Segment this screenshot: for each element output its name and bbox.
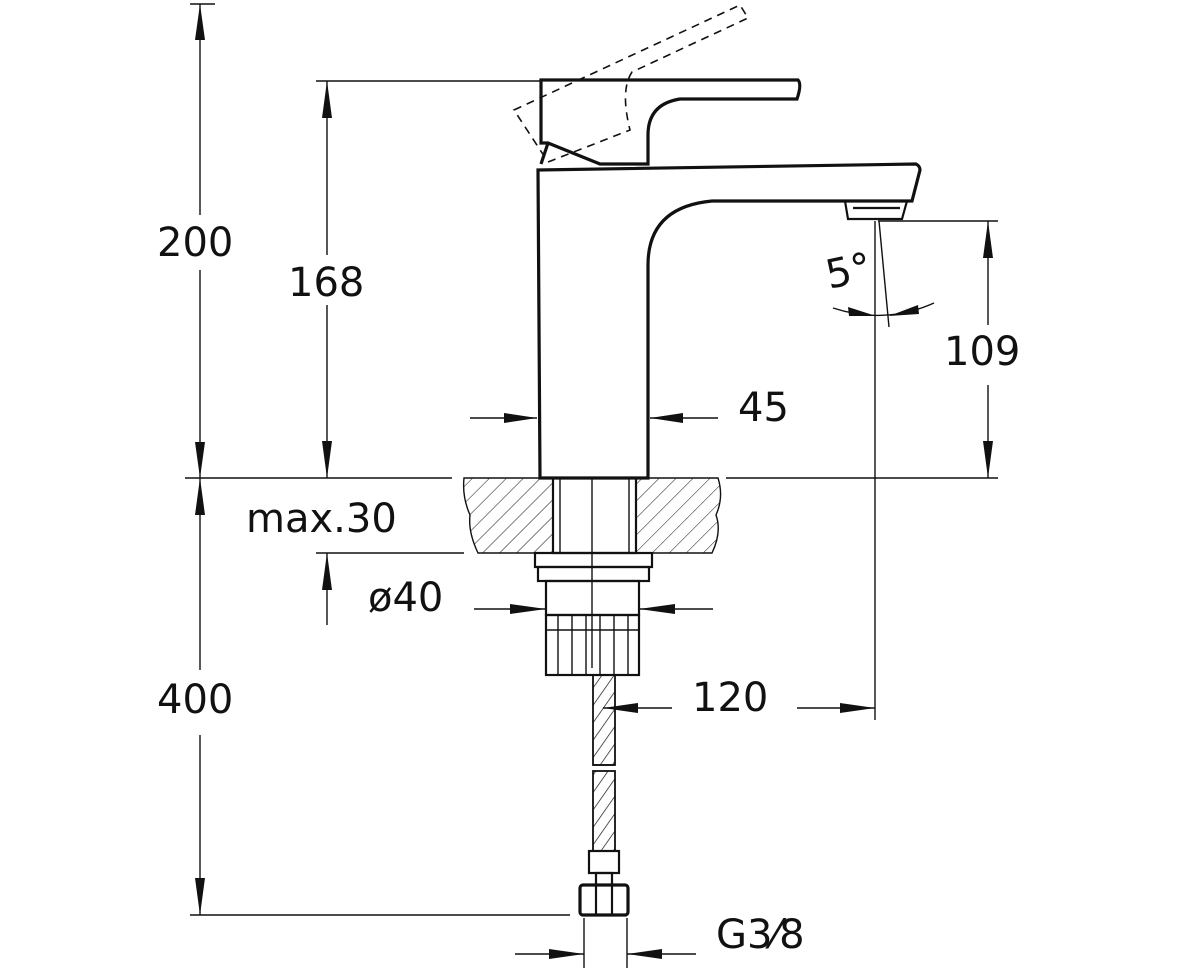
spout-angle-label: 5° — [822, 244, 876, 298]
connection-thread-label: G3⁄8 — [716, 912, 805, 958]
dimension-hose-length: 400 — [157, 478, 570, 916]
countertop-section — [185, 477, 998, 554]
flexible-hose — [578, 674, 630, 917]
dimension-outlet-height: 109 — [878, 220, 1020, 478]
mounting-hole-label: ø40 — [368, 575, 443, 621]
dimension-spout-angle: 5° — [822, 220, 935, 720]
dimension-spout-reach: 120 — [603, 675, 875, 721]
faucet-body — [512, 3, 922, 480]
mounting-shank — [533, 476, 654, 677]
dimension-mounting-hole: ø40 — [368, 575, 713, 621]
outlet-height-label: 109 — [944, 329, 1020, 375]
body-width-label: 45 — [738, 385, 789, 431]
dimension-connection-thread: G3⁄8 — [515, 912, 805, 968]
spout-reach-label: 120 — [692, 675, 768, 721]
dimension-spout-body-height: 168 — [288, 80, 540, 478]
dimension-overall-height: 200 — [157, 3, 233, 478]
dimension-body-width: 45 — [470, 385, 789, 431]
dimension-max-deck-thickness: max.30 — [246, 496, 464, 625]
overall-height-label: 200 — [157, 220, 233, 266]
spout-body-height-label: 168 — [288, 260, 364, 306]
max-deck-thickness-label: max.30 — [246, 496, 397, 542]
hose-length-label: 400 — [157, 677, 233, 723]
